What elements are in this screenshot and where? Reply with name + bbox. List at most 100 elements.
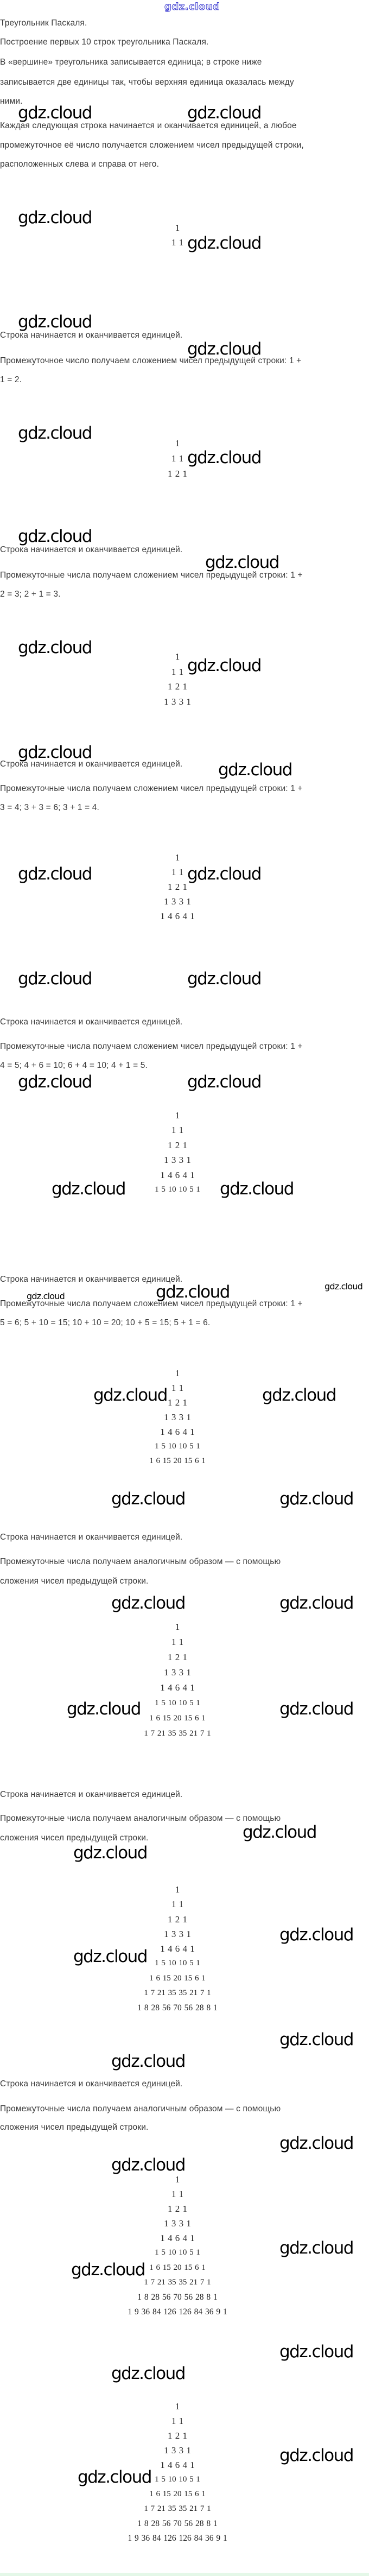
watermark: gdz.cloud	[18, 103, 92, 123]
triangle-row: 1 4 6 4 1	[160, 2460, 195, 2470]
watermark: gdz.cloud	[187, 864, 262, 884]
watermark: gdz.cloud	[279, 2030, 354, 2049]
triangle-row: 1 6 15 20 15 6 1	[149, 2490, 206, 2498]
watermark: gdz.cloud	[27, 1291, 65, 1301]
triangle-row: 1 9 36 84 126 126 84 36 9 1	[128, 2307, 227, 2316]
watermark: gdz.cloud	[187, 1072, 262, 1092]
step-line: Промежуточные числа получаем сложением ч…	[0, 571, 303, 580]
triangle-row: 1 6 15 20 15 6 1	[149, 2263, 206, 2272]
step-line: Промежуточные числа получаем аналогичным…	[0, 1557, 281, 1566]
triangle-row: 1	[175, 1368, 180, 1378]
triangle-row: 1	[175, 651, 180, 662]
triangle-row: 1	[175, 1884, 180, 1895]
triangle-row: 1 6 15 20 15 6 1	[149, 1457, 206, 1465]
watermark: gdz.cloud	[325, 1281, 363, 1292]
triangle-row: 1 2 1	[168, 882, 187, 892]
watermark: gdz.cloud	[111, 2155, 186, 2175]
paragraph-line: ними.	[0, 97, 23, 106]
step-line: Промежуточное число получаем сложением ч…	[0, 356, 302, 365]
site-logo[interactable]: gdz.cloud	[164, 1, 220, 13]
triangle-row: 1	[175, 2401, 180, 2412]
triangle-row: 1 2 1	[168, 681, 187, 692]
triangle-row: 1 3 3 1	[164, 2218, 191, 2229]
step-rule: Строка начинается и оканчивается единице…	[0, 331, 183, 340]
watermark: gdz.cloud	[279, 2134, 354, 2153]
step-line: 5 = 6; 5 + 10 = 15; 10 + 10 = 20; 10 + 5…	[0, 1318, 211, 1327]
triangle-row: 1 1	[171, 1637, 184, 1647]
watermark: gdz.cloud	[279, 2446, 354, 2465]
step-line: Промежуточные числа получаем сложением ч…	[0, 784, 303, 793]
triangle-row: 1 5 10 10 5 1	[155, 1959, 200, 1968]
triangle-row: 1 1	[171, 2189, 184, 2200]
watermark: gdz.cloud	[111, 1593, 186, 1613]
watermark: gdz.cloud	[18, 208, 92, 227]
triangle-row: 1 2 1	[168, 1397, 187, 1408]
step-line: 1 = 2.	[0, 375, 22, 384]
triangle-row: 1 3 3 1	[164, 1667, 191, 1678]
watermark: gdz.cloud	[187, 969, 262, 989]
triangle-row: 1 2 1	[168, 1140, 187, 1150]
watermark: gdz.cloud	[52, 1179, 126, 1199]
triangle-row: 1 9 36 84 126 126 84 36 9 1	[128, 2534, 227, 2543]
triangle-row: 1	[175, 1110, 180, 1121]
watermark: gdz.cloud	[18, 312, 92, 332]
triangle-row: 1 5 10 10 5 1	[155, 2475, 200, 2484]
triangle-row: 1 7 21 35 35 21 7 1	[144, 1729, 211, 1738]
watermark: gdz.cloud	[93, 1385, 168, 1405]
step-line: Промежуточные числа получаем аналогичным…	[0, 2104, 281, 2113]
bottom-bar	[0, 2573, 369, 2576]
triangle-row: 1 6 15 20 15 6 1	[149, 1714, 206, 1723]
step-line: 4 = 5; 4 + 6 = 10; 6 + 4 = 10; 4 + 1 = 5…	[0, 1061, 148, 1070]
triangle-row: 1 1	[171, 1383, 184, 1393]
step-line: Промежуточные числа получаем аналогичным…	[0, 1814, 281, 1823]
watermark: gdz.cloud	[220, 1179, 294, 1199]
triangle-row: 1 4 6 4 1	[160, 1427, 195, 1437]
step-line: 2 = 3; 2 + 1 = 3.	[0, 590, 61, 599]
triangle-row: 1 1	[171, 1125, 184, 1136]
watermark: gdz.cloud	[111, 2364, 186, 2383]
watermark: gdz.cloud	[67, 1699, 141, 1719]
triangle-row: 1 8 28 56 70 56 28 8 1	[137, 2292, 218, 2302]
triangle-row: 1 1	[171, 1899, 184, 1910]
triangle-row: 1 3 3 1	[164, 896, 191, 907]
solution-subtitle: Построение первых 10 строк треугольника …	[0, 37, 209, 47]
step-rule: Строка начинается и оканчивается единице…	[0, 1017, 183, 1027]
watermark: gdz.cloud	[279, 1699, 354, 1719]
triangle-row: 1 6 15 20 15 6 1	[149, 1973, 206, 1983]
watermark: gdz.cloud	[78, 2467, 152, 2487]
triangle-row: 1 8 28 56 70 56 28 8 1	[137, 2003, 218, 2013]
watermark: gdz.cloud	[187, 448, 262, 467]
triangle-row: 1 1	[171, 867, 184, 877]
step-line: сложения чисел предыдущей строки.	[0, 2123, 149, 2132]
watermark: gdz.cloud	[279, 2238, 354, 2258]
step-line: Промежуточные числа получаем сложением ч…	[0, 1299, 303, 1308]
watermark: gdz.cloud	[71, 2260, 145, 2280]
watermark: gdz.cloud	[243, 1822, 317, 1842]
paragraph-line: расположенных слева и справа от него.	[0, 160, 160, 169]
paragraph-line: промежуточное её число получается сложен…	[0, 141, 304, 150]
triangle-row: 1 2 1	[168, 2204, 187, 2214]
step-line: 3 = 4; 3 + 3 = 6; 3 + 1 = 4.	[0, 803, 100, 812]
triangle-row: 1 8 28 56 70 56 28 8 1	[137, 2519, 218, 2528]
watermark: gdz.cloud	[18, 969, 92, 989]
triangle-row: 1 7 21 35 35 21 7 1	[144, 2277, 211, 2287]
step-line: Промежуточные числа получаем сложением ч…	[0, 1042, 303, 1051]
watermark: gdz.cloud	[187, 656, 262, 675]
triangle-row: 1 4 6 4 1	[160, 1682, 195, 1693]
triangle-row: 1 1	[171, 237, 184, 248]
step-line: сложения чисел предыдущей строки.	[0, 1577, 149, 1586]
triangle-row: 1 5 10 10 5 1	[155, 1442, 200, 1451]
watermark: gdz.cloud	[218, 760, 292, 780]
watermark: gdz.cloud	[279, 1489, 354, 1509]
watermark: gdz.cloud	[187, 233, 262, 253]
step-rule: Строка начинается и оканчивается единице…	[0, 545, 183, 554]
triangle-row: 1 5 10 10 5 1	[155, 2248, 200, 2257]
step-rule: Строка начинается и оканчивается единице…	[0, 1275, 183, 1284]
paragraph-line: записывается две единицы так, чтобы верх…	[0, 78, 294, 87]
